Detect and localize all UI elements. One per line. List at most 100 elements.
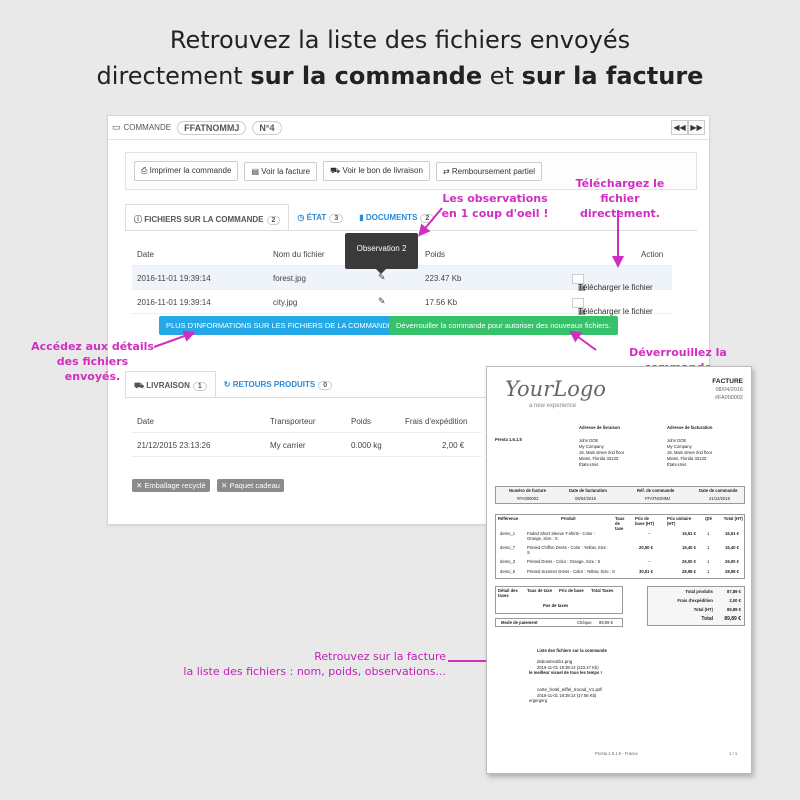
address-line: États-Unis <box>579 462 599 467</box>
invoice-payment-table <box>495 618 623 627</box>
product-name: Faded Short Sleeve T-shirts - Color : Or… <box>527 531 595 541</box>
total-label: Total produits <box>685 589 713 594</box>
view-invoice-button[interactable]: ▤ Voir la facture <box>244 161 318 181</box>
billing-address-title: Adresse de facturation <box>667 425 713 430</box>
shipping-carrier: My carrier <box>270 441 306 450</box>
product-unit: 16,40 € <box>682 545 696 550</box>
product-header-unit: Prix unitaire (HT) <box>667 516 692 526</box>
invoice-files-title: Liste des fichiers sur la commande <box>537 648 607 653</box>
shipping-date: 21/12/2015 23:13:26 <box>137 441 211 450</box>
exchange-icon: ⇄ <box>442 166 452 176</box>
invoice-products-table <box>495 514 745 579</box>
invoice-file-meta: 2016-11-01 19:39:14 (17.56 Kb) <box>537 693 597 698</box>
download-label: Télécharger le fichier <box>578 283 653 292</box>
tab-files-label: FICHIERS SUR LA COMMANDE <box>144 215 264 224</box>
order-label: COMMANDE <box>123 123 172 132</box>
product-unit: 26,00 € <box>682 559 696 564</box>
product-header-base: Prix de base (HT) <box>635 516 655 526</box>
shipping-fees: 2,00 € <box>442 441 465 450</box>
tab-delivery-count: 1 <box>192 382 207 391</box>
partial-refund-button[interactable]: ⇄ Remboursement partiel <box>435 161 543 181</box>
headline: Retrouvez la liste des fichiers envoyés … <box>0 22 800 94</box>
total-value: 2,00 € <box>729 598 741 603</box>
payment-amount: 89,89 € <box>599 620 613 625</box>
prev-order-button[interactable]: ◀◀ <box>671 120 688 135</box>
col-carrier: Transporteur <box>270 417 316 426</box>
address-line: John DOE <box>579 438 599 443</box>
product-ref: demo_3 <box>500 559 516 564</box>
product-qty: 1 <box>707 569 710 574</box>
print-order-button[interactable]: ⎙ Imprimer la commande <box>134 161 239 181</box>
file-name: city.jpg <box>273 298 298 307</box>
view-delivery-slip-button[interactable]: ⛟ Voir le bon de livraison <box>323 161 430 181</box>
refresh-icon: ↻ <box>223 380 233 389</box>
delivery-address: John DOE My Company 16, Main street 2nd … <box>579 438 624 468</box>
invoice-tax-table <box>495 586 623 614</box>
grand-total-label: Total <box>701 616 713 622</box>
shipping-weight: 0.000 kg <box>351 441 382 450</box>
cart-icon: ▭ <box>112 122 121 132</box>
col-weight: Poids <box>351 417 372 426</box>
download-file-button[interactable]: ▤ Télécharger le fichier <box>572 274 653 292</box>
invoice-file-observation: ergergerg <box>529 698 548 703</box>
info-header: Réf. de commande <box>637 488 675 493</box>
partial-refund-label: Remboursement partiel <box>451 166 536 176</box>
product-total: 16,40 € <box>725 545 739 550</box>
product-unit: 16,51 € <box>682 531 696 536</box>
tax-header: Prix de base <box>559 588 584 593</box>
info-header: Numéro de facture <box>509 488 546 493</box>
edit-icon[interactable]: ✎ <box>378 296 386 306</box>
download-file-button[interactable]: ▤ Télécharger le fichier <box>572 298 653 316</box>
product-header-ref: Référence <box>498 516 519 521</box>
gift-wrap-tag: ✕ Paquet cadeau <box>217 479 284 492</box>
product-header-qty: Qté <box>705 516 712 521</box>
file-weight: 17.56 Kb <box>425 298 458 307</box>
product-qty: 1 <box>707 531 710 536</box>
info-value: 08/04/2016 <box>575 496 596 501</box>
product-unit: 28,98 € <box>682 569 696 574</box>
tab-delivery-label: LIVRAISON <box>146 381 190 390</box>
file-name: forest.jpg <box>273 274 306 283</box>
address-line: 16, Main street 2nd floor <box>579 450 625 455</box>
delivery-address-title: Adresse de livraison <box>579 425 620 430</box>
edit-icon[interactable]: ✎ <box>378 272 386 282</box>
col-weight: Poids <box>425 250 446 259</box>
tab-state-label: ÉTAT <box>306 213 327 222</box>
file-weight: 223.47 Kb <box>425 274 462 283</box>
file-date: 2016-11-01 19:39:14 <box>137 298 211 307</box>
total-label: Frais d'expédition <box>677 598 713 603</box>
address-line: Miami, Florida 33133 <box>579 456 619 461</box>
more-info-button[interactable]: PLUS D'INFORMATIONS SUR LES FICHIERS DE … <box>159 316 400 335</box>
product-qty: 1 <box>707 559 710 564</box>
info-value: FFATNOMMJ <box>645 496 671 501</box>
order-toolbar: ⎙ Imprimer la commande ▤ Voir la facture… <box>125 152 697 190</box>
file-date: 2016-11-01 19:39:14 <box>137 274 211 283</box>
product-base: 30,51 € <box>639 569 653 574</box>
tab-returns-count: 0 <box>318 381 333 390</box>
annotation-invoice: Retrouvez sur la facture la liste des fi… <box>183 650 446 678</box>
headline-text: et <box>482 62 522 90</box>
file-icon: ▤ <box>251 166 262 176</box>
observation-tooltip: Observation 2 <box>345 233 418 274</box>
product-total: 16,51 € <box>725 531 739 536</box>
address-line: My Company <box>667 444 692 449</box>
invoice-totals-table <box>647 586 745 626</box>
address-line: Miami, Florida 33133 <box>667 456 707 461</box>
total-label: Total (HT) <box>693 607 713 612</box>
shipping-table: Date Transporteur Poids Frais d'expéditi… <box>132 409 482 457</box>
tax-header: Total Taxes <box>591 588 614 593</box>
unlock-order-button[interactable]: Déverrouiller la commande pour autoriser… <box>389 316 618 335</box>
product-name: Printed Dress - Color : Orange, Size : S <box>527 559 601 564</box>
tag-label: Paquet cadeau <box>229 481 280 490</box>
table-header: Date Transporteur Poids Frais d'expéditi… <box>132 409 482 433</box>
next-order-button[interactable]: ▶▶ <box>688 120 705 135</box>
order-navigation: ◀◀ ▶▶ <box>671 120 705 135</box>
invoice-file-name: dsbosinsotb1.png <box>537 659 573 664</box>
invoice-page: 1 / 1 <box>729 751 738 756</box>
